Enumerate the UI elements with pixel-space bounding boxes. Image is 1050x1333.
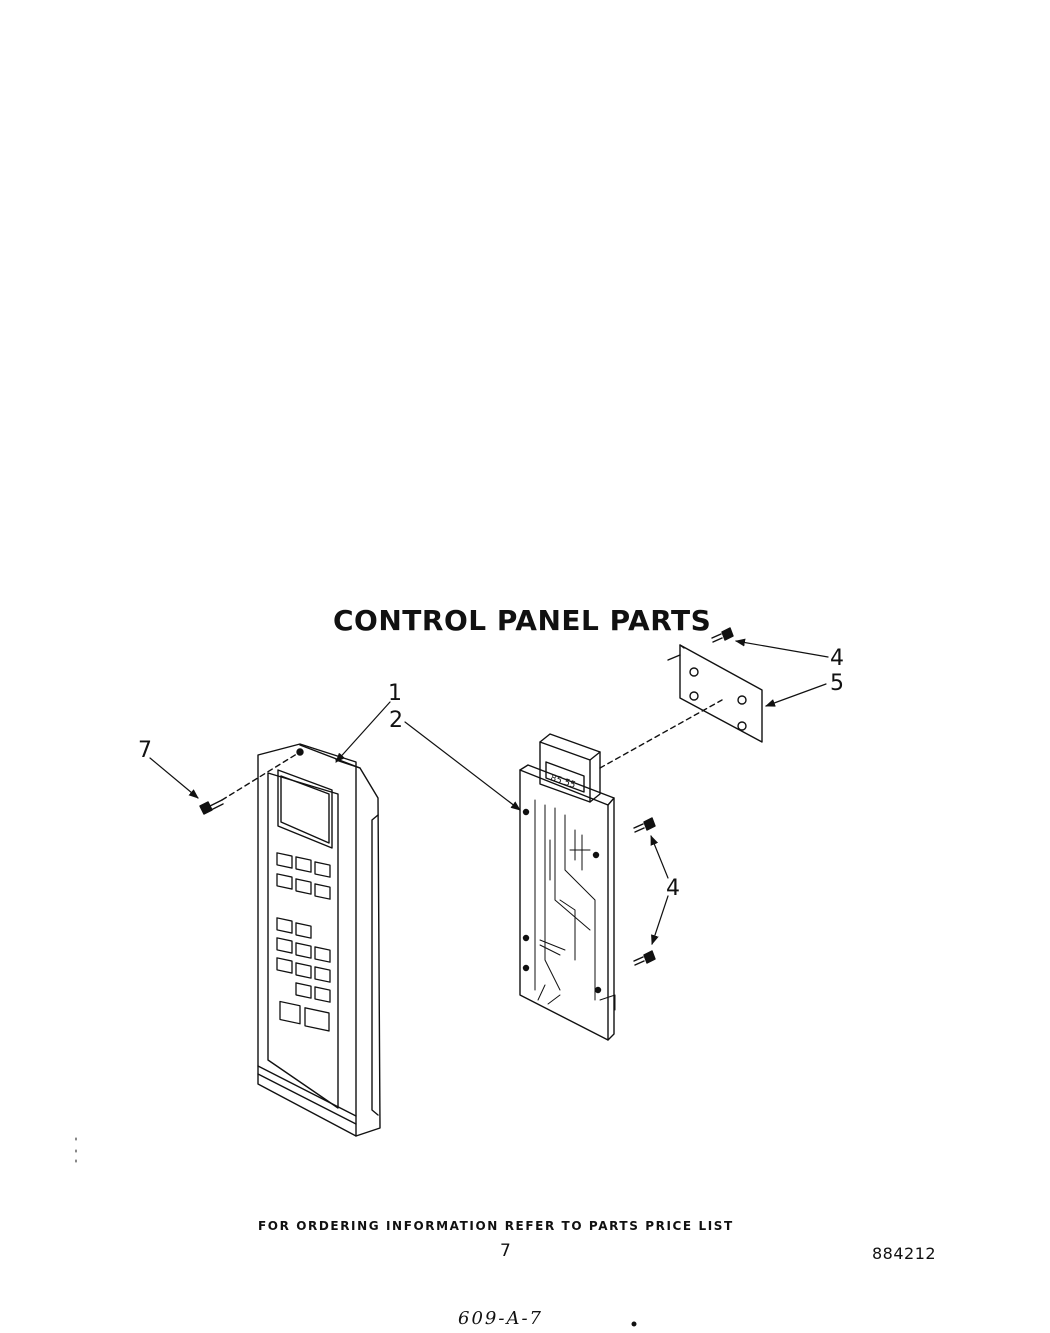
- ordering-note: FOR ORDERING INFORMATION REFER TO PARTS …: [258, 1219, 734, 1233]
- circuit-board: 85 55: [519, 733, 616, 1041]
- callout-4-right: 4: [666, 876, 680, 901]
- keypad-buttons: [276, 852, 331, 1032]
- plate-part-5: [599, 644, 763, 769]
- page-number: 7: [500, 1241, 511, 1261]
- dot-mark: [631, 1321, 637, 1327]
- callout-7: 7: [138, 738, 152, 763]
- callout-4-top: 4: [830, 646, 844, 671]
- diagram-title: CONTROL PANEL PARTS: [333, 604, 712, 637]
- screw-part-4-top: [711, 627, 734, 643]
- circuit-traces: [534, 799, 616, 1011]
- screw-part-7: [199, 751, 301, 815]
- handwritten-note: 609-A-7: [458, 1308, 543, 1329]
- callout-2: 2: [389, 708, 403, 733]
- callout-1: 1: [388, 681, 402, 706]
- screw-part-4-middle: [633, 817, 656, 833]
- leader-lines: [149, 638, 829, 945]
- control-panel-front: [257, 743, 381, 1137]
- screw-part-4-bottom: [633, 950, 656, 966]
- diagram-code: 884212: [872, 1244, 937, 1263]
- callout-5: 5: [830, 671, 844, 696]
